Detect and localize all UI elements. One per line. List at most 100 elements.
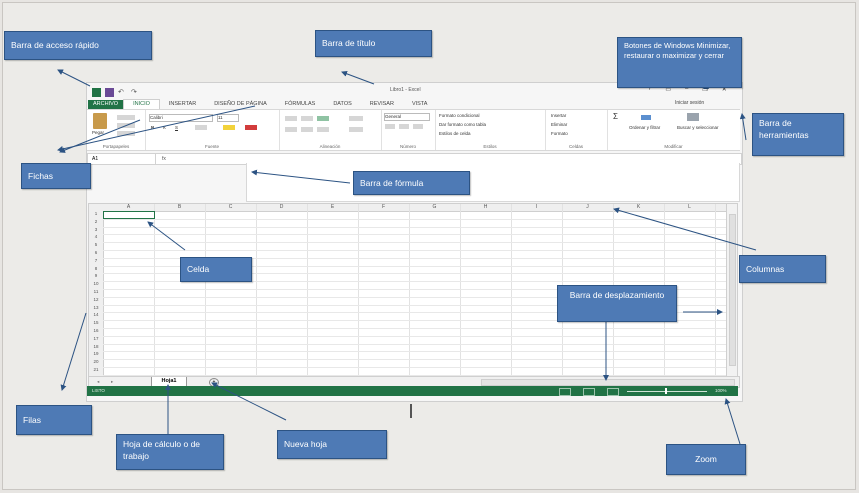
format-painter-icon[interactable]: [117, 131, 135, 136]
sort-filter-icon[interactable]: [641, 115, 651, 120]
border-icon[interactable]: [195, 125, 207, 130]
tab-diseno[interactable]: DISEÑO DE PÁGINA: [214, 100, 267, 107]
zoom-percent[interactable]: 100%: [715, 388, 727, 393]
row-header[interactable]: 9: [94, 273, 98, 279]
tab-insertar[interactable]: INSERTAR: [168, 100, 197, 107]
vertical-scrollbar[interactable]: [726, 203, 738, 377]
name-box[interactable]: A1: [88, 154, 156, 164]
group-label: Número: [399, 144, 416, 149]
group-label: Celdas: [568, 144, 583, 149]
find-icon[interactable]: [687, 113, 699, 121]
window-title: Libro1 - Excel: [390, 87, 421, 93]
fill-color-icon[interactable]: [223, 125, 235, 130]
underline-icon[interactable]: S: [175, 125, 179, 130]
align-middle-icon[interactable]: [301, 116, 313, 121]
tab-formulas[interactable]: FÓRMULAS: [284, 100, 316, 107]
callout-toolbar: Barra de herramientas: [752, 113, 844, 156]
align-top-icon[interactable]: [285, 116, 297, 121]
row-header[interactable]: 13: [93, 304, 99, 310]
format-as-table-button[interactable]: Dar formato como tabla: [439, 122, 487, 127]
column-header[interactable]: H: [483, 204, 488, 210]
column-header[interactable]: I: [535, 204, 538, 210]
sign-in-link[interactable]: Iniciar sesión: [675, 100, 705, 106]
tab-vista[interactable]: VISTA: [411, 100, 428, 107]
paste-icon[interactable]: [93, 113, 107, 129]
selected-cell-a1[interactable]: [103, 211, 155, 219]
row-header[interactable]: 8: [94, 265, 98, 271]
column-header[interactable]: B: [177, 204, 182, 210]
row-header[interactable]: 17: [93, 335, 99, 341]
number-format-select[interactable]: General: [384, 113, 430, 121]
tab-datos[interactable]: DATOS: [333, 100, 352, 107]
normal-view-icon[interactable]: [559, 388, 571, 396]
align-right-icon[interactable]: [317, 127, 329, 132]
cell-styles-button[interactable]: Estilos de celda: [439, 131, 471, 136]
row-header[interactable]: 21: [93, 367, 99, 372]
row-header[interactable]: 7: [94, 257, 98, 263]
page-layout-view-icon[interactable]: [583, 388, 595, 396]
ribbon-display-icon[interactable]: ▭: [665, 87, 672, 93]
prev-sheet-icon[interactable]: ◂: [97, 379, 100, 384]
column-header[interactable]: E: [330, 204, 335, 210]
currency-icon[interactable]: [385, 124, 395, 129]
row-header[interactable]: 10: [93, 281, 99, 287]
column-header[interactable]: L: [688, 204, 691, 210]
indent-icon[interactable]: [349, 127, 363, 132]
row-header[interactable]: 16: [93, 328, 99, 333]
conditional-format-button[interactable]: Formato condicional: [439, 113, 480, 118]
help-icon[interactable]: ?: [648, 86, 652, 92]
tab-archivo[interactable]: ARCHIVO: [88, 99, 124, 109]
autosum-icon[interactable]: Σ: [613, 112, 618, 121]
zoom-slider-thumb[interactable]: [665, 388, 667, 394]
wrap-text-icon[interactable]: [317, 116, 329, 121]
format-cells-button[interactable]: Formato: [551, 131, 568, 136]
insert-cells-button[interactable]: Insertar: [551, 113, 567, 118]
row-header[interactable]: 5: [94, 242, 98, 248]
save-icon[interactable]: [105, 87, 114, 97]
bold-icon[interactable]: N: [151, 125, 155, 130]
column-header[interactable]: D: [279, 204, 284, 210]
row-header[interactable]: 12: [93, 296, 99, 302]
row-header[interactable]: 18: [93, 343, 99, 349]
column-header[interactable]: K: [636, 204, 641, 210]
italic-icon[interactable]: K: [163, 125, 167, 130]
fx-icon[interactable]: fx: [162, 156, 166, 162]
font-size-select[interactable]: 11: [217, 114, 239, 122]
merge-icon[interactable]: [349, 116, 363, 121]
column-header[interactable]: G: [432, 204, 437, 210]
redo-icon[interactable]: ↷: [131, 88, 137, 96]
cut-icon[interactable]: [117, 115, 135, 120]
column-header[interactable]: A: [126, 204, 131, 210]
tab-revisar[interactable]: REVISAR: [369, 100, 394, 107]
row-header[interactable]: 11: [93, 289, 99, 294]
close-icon[interactable]: ✕: [721, 87, 727, 93]
row-header[interactable]: 3: [94, 226, 98, 232]
delete-cells-button[interactable]: Eliminar: [551, 122, 568, 127]
row-header[interactable]: 4: [94, 234, 98, 240]
column-header[interactable]: J: [586, 204, 589, 210]
undo-icon[interactable]: ↶: [118, 88, 124, 96]
restore-icon[interactable]: ❐: [702, 87, 708, 93]
vertical-scroll-thumb[interactable]: [729, 214, 736, 366]
minimize-icon[interactable]: –: [685, 86, 689, 92]
font-color-icon[interactable]: [245, 125, 257, 130]
column-header[interactable]: F: [381, 204, 386, 210]
page-break-view-icon[interactable]: [607, 388, 619, 396]
tab-inicio[interactable]: INICIO: [123, 99, 160, 109]
column-header[interactable]: C: [228, 204, 233, 210]
align-center-icon[interactable]: [301, 127, 313, 132]
align-left-icon[interactable]: [285, 127, 297, 132]
row-header[interactable]: 14: [93, 312, 99, 318]
row-header[interactable]: 2: [94, 218, 98, 224]
row-header[interactable]: 20: [93, 359, 99, 365]
formula-input[interactable]: [246, 163, 740, 202]
row-header[interactable]: 6: [94, 250, 98, 255]
row-header[interactable]: 19: [93, 351, 99, 357]
thousands-icon[interactable]: [413, 124, 423, 129]
zoom-slider[interactable]: [627, 391, 707, 392]
font-name-select[interactable]: Calibri: [149, 114, 213, 122]
percent-icon[interactable]: [399, 124, 409, 129]
row-header[interactable]: 1: [94, 211, 98, 216]
next-sheet-icon[interactable]: ▸: [111, 379, 114, 384]
row-header[interactable]: 15: [93, 320, 99, 326]
